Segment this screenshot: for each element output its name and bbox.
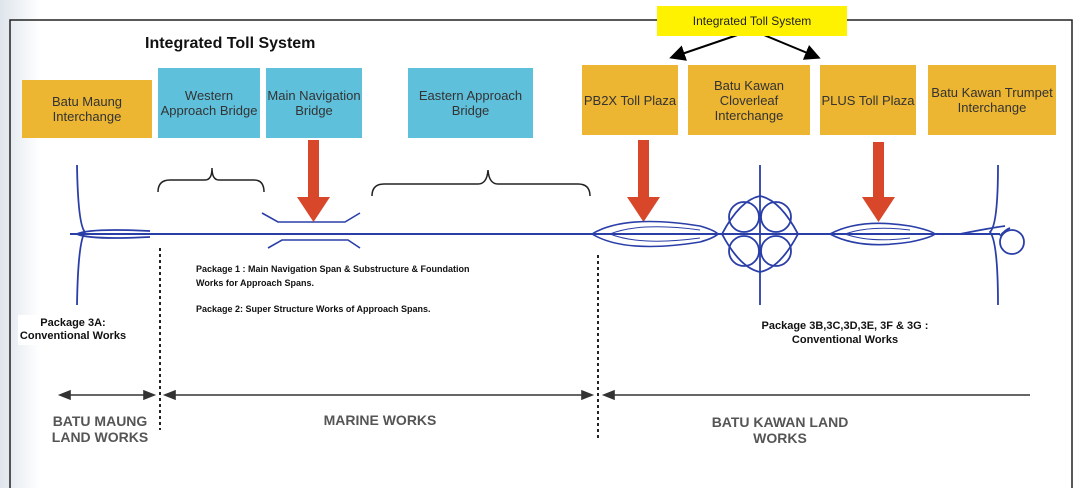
red-arrows <box>297 140 895 222</box>
diagram-title: Integrated Toll System <box>145 35 316 52</box>
box-batu-maung-interchange: Batu Maung Interchange <box>22 80 152 138</box>
main-navigation-span-road <box>261 212 361 249</box>
zone-batu-maung-land-works: BATU MAUNG LAND WORKS <box>51 413 149 445</box>
package-1-line-2: Works for Approach Spans. <box>196 278 315 288</box>
plus-lanes <box>844 227 911 241</box>
package-2: Package 2: Super Structure Works of Appr… <box>196 304 431 314</box>
left-shade <box>0 0 40 488</box>
box-batu-kawan-trumpet: Batu Kawan Trumpet Interchange <box>928 65 1056 135</box>
integrated-toll-callout: Integrated Toll System <box>657 6 847 36</box>
box-pb2x-toll-plaza: PB2X Toll Plaza <box>582 65 678 135</box>
package-3a: Package 3A: Conventional Works <box>18 315 128 345</box>
plus-toll-plaza-road <box>829 222 937 246</box>
eastern-approach-brace <box>371 169 591 197</box>
zone-batu-kawan-land-works: BATU KAWAN LAND WORKS <box>711 414 849 446</box>
box-plus-toll-plaza: PLUS Toll Plaza <box>820 65 916 135</box>
cloverleaf-interchange-road <box>721 165 800 305</box>
box-eastern-approach-bridge: Eastern Approach Bridge <box>408 68 533 138</box>
trumpet-interchange-road <box>959 164 1025 306</box>
package-3b-line-2: Conventional Works <box>791 334 899 346</box>
pb2x-toll-plaza-road <box>591 220 720 248</box>
frame-top-right <box>845 19 1073 488</box>
dimension-lines <box>57 389 1030 401</box>
box-main-navigation-bridge: Main Navigation Bridge <box>266 68 362 138</box>
package-1-line-1: Package 1 : Main Navigation Span & Subst… <box>196 264 470 274</box>
zone-marine-works: MARINE WORKS <box>323 412 437 428</box>
frame-top-left <box>9 19 660 488</box>
package-3b-line-1: Package 3B,3C,3D,3E, 3F & 3G : <box>761 320 929 332</box>
western-approach-brace <box>157 167 265 193</box>
pb2x-lanes <box>609 226 701 242</box>
box-western-approach-bridge: Western Approach Bridge <box>158 68 260 138</box>
batu-maung-interchange-road <box>76 164 151 306</box>
box-batu-kawan-cloverleaf: Batu Kawan Cloverleaf Interchange <box>688 65 810 135</box>
